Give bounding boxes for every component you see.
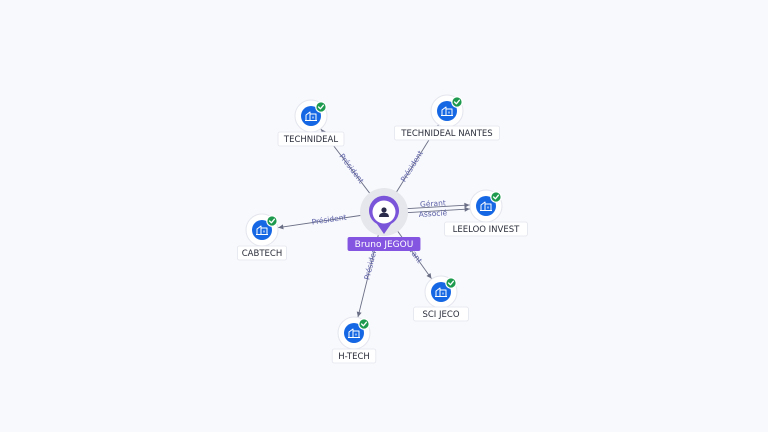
company-name: LEELOO INVEST — [453, 225, 520, 235]
company-label-bg — [444, 221, 528, 237]
building-icon — [441, 106, 453, 116]
relation-label: Président — [399, 149, 425, 183]
relation-label: Président — [337, 152, 365, 185]
edge-arrow — [426, 273, 432, 279]
company-node-technideal[interactable]: TECHNIDEAL — [277, 99, 345, 147]
company-label-bg — [393, 125, 500, 141]
edge-cabtech — [277, 214, 367, 229]
edge-sci-jeco — [394, 226, 433, 280]
center-name-bg — [347, 237, 421, 251]
edge-arrow — [278, 224, 284, 230]
verified-check-icon — [266, 215, 278, 227]
edge-arrow — [464, 202, 470, 208]
relation-label: Président — [311, 213, 347, 227]
verified-check-icon — [358, 318, 370, 330]
edge-arrow — [356, 311, 362, 317]
building-icon — [435, 287, 447, 297]
edge-leeloo-invest — [402, 208, 471, 214]
building-icon — [256, 225, 268, 235]
verified-check-icon — [315, 101, 327, 113]
company-node-cabtech[interactable]: CABTECH — [236, 213, 287, 261]
company-node-technideal-nantes[interactable]: TECHNIDEAL NANTES — [393, 94, 500, 141]
company-name: TECHNIDEAL — [283, 135, 338, 145]
edge-arrow — [464, 206, 470, 212]
verified-check-icon — [445, 277, 457, 289]
relation-label: Associé — [419, 208, 448, 219]
company-label-bg — [277, 131, 345, 147]
company-label-bg — [236, 245, 287, 261]
building-icon — [305, 111, 317, 121]
company-node-sci-jeco[interactable]: SCI JECO — [413, 275, 469, 322]
company-name: TECHNIDEAL NANTES — [400, 129, 492, 139]
center-name: Bruno JEGOU — [355, 240, 414, 250]
company-name: H-TECH — [338, 352, 370, 362]
verified-check-icon — [451, 96, 463, 108]
edge-leeloo-invest — [401, 204, 470, 210]
company-label-bg — [331, 348, 377, 364]
relation-label: Gérant — [420, 198, 446, 209]
company-node-leeloo-invest[interactable]: LEELOO INVEST — [444, 189, 528, 237]
center-person-node[interactable]: Bruno JEGOU — [347, 188, 421, 251]
company-name: CABTECH — [242, 249, 282, 259]
building-icon — [480, 201, 492, 211]
building-icon — [348, 328, 360, 338]
person-icon — [379, 207, 389, 217]
company-name: SCI JECO — [422, 310, 459, 320]
verified-check-icon — [490, 191, 502, 203]
company-node-h-tech[interactable]: H-TECH — [331, 316, 377, 364]
company-label-bg — [413, 306, 469, 322]
